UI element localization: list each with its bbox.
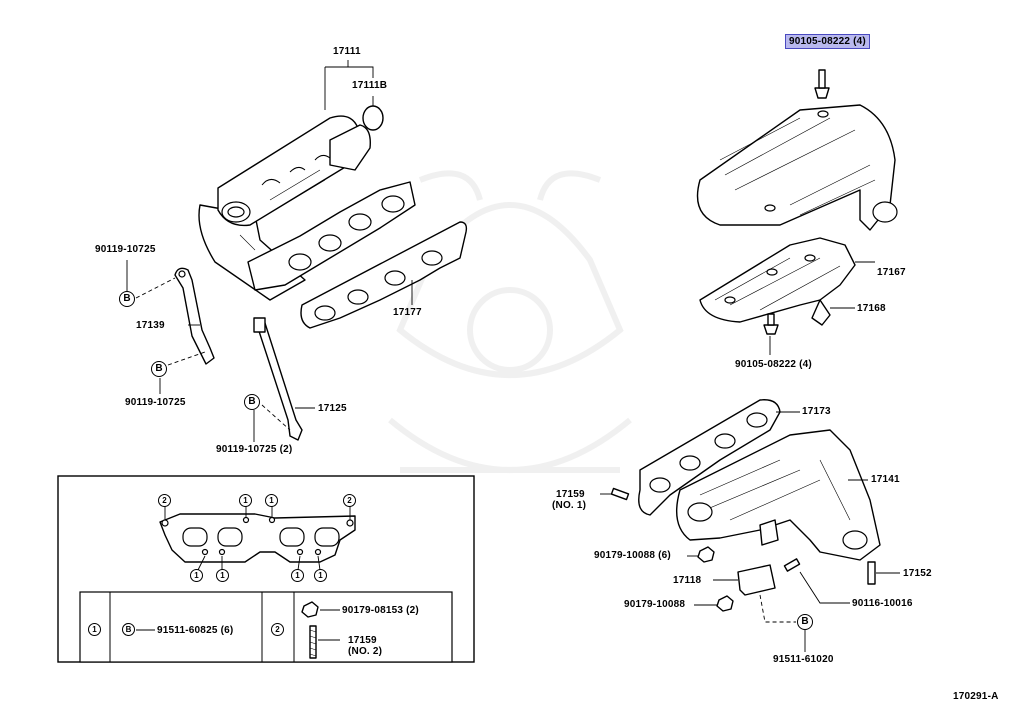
legend-row2-part-b-note: (NO. 2) [348,646,383,657]
legend-marker-1-e: 1 [291,569,304,582]
part-label-17168: 17168 [857,303,886,314]
part-label-90119-top: 90119-10725 [95,244,156,255]
legend-marker-1-d: 1 [216,569,229,582]
part-label-17141: 17141 [871,474,900,485]
legend-marker-1-b: 1 [265,494,278,507]
legend-row2-part-b: 17159 [348,635,377,646]
part-label-17177: 17177 [393,307,422,318]
marker-b-top: B [119,291,135,307]
part-label-17167: 17167 [877,267,906,278]
legend-marker-1-c: 1 [190,569,203,582]
legend-marker-1-f: 1 [314,569,327,582]
part-label-17111b: 17111B [352,80,388,91]
part-label-17111: 17111 [333,46,361,57]
part-label-17159-no1-note: (NO. 1) [552,500,587,511]
part-label-17139: 17139 [136,320,165,331]
legend-marker-2-left: 2 [158,494,171,507]
exhaust-manifold-17141 [676,429,881,561]
marker-b-mid: B [151,361,167,377]
stud-17159-no1 [610,487,630,501]
part-label-90105-highlighted[interactable]: 90105-08222 (4) [785,34,870,49]
diagram-reference-code: 170291-A [953,691,999,702]
nut-90179-10088-6 [697,546,715,563]
legend-marker-2-right: 2 [343,494,356,507]
part-label-90179-10088-6: 90179-10088 (6) [594,550,671,561]
heat-insulator-17168 [699,237,856,335]
part-label-91511-61020: 91511-61020 [773,654,834,665]
leader-lines-upper-left [126,60,413,442]
watermark-emblem [388,170,632,473]
heat-insulator-17167 [696,69,898,231]
legend-row1-key: 1 [88,623,101,636]
bracket-17139 [174,267,215,365]
part-label-17152: 17152 [903,568,932,579]
part-label-90105-bottom: 90105-08222 (4) [735,359,812,370]
legend-marker-1-a: 1 [239,494,252,507]
stay-17125 [253,317,303,441]
legend-row1-marker-b: B [122,623,135,636]
legend-row2-key: 2 [271,623,284,636]
part-label-17159-no1: 17159 [556,489,585,500]
plug-17111b [362,105,384,131]
part-label-90116-10016: 90116-10016 [852,598,913,609]
intake-manifold-17111 [198,105,416,301]
marker-b-right: B [797,614,813,630]
stud-17152 [867,561,876,585]
leader-lines-lower-right [600,411,900,652]
marker-b-bottom: B [244,394,260,410]
leader-lines-upper-right [769,261,875,355]
bracket-17118 [737,558,801,596]
gasket-17177 [300,221,468,329]
legend-row1-part: 91511-60825 (6) [157,625,234,636]
part-label-90119-bottom: 90119-10725 (2) [216,444,293,455]
legend-row2-part-a: 90179-08153 (2) [342,605,419,616]
part-label-90119-mid: 90119-10725 [125,397,186,408]
part-label-17118: 17118 [673,575,702,586]
part-label-17125: 17125 [318,403,347,414]
part-label-17173: 17173 [802,406,831,417]
part-label-90179-10088: 90179-10088 [624,599,686,610]
gasket-17173 [638,399,781,516]
nut-90179-10088 [716,595,734,612]
